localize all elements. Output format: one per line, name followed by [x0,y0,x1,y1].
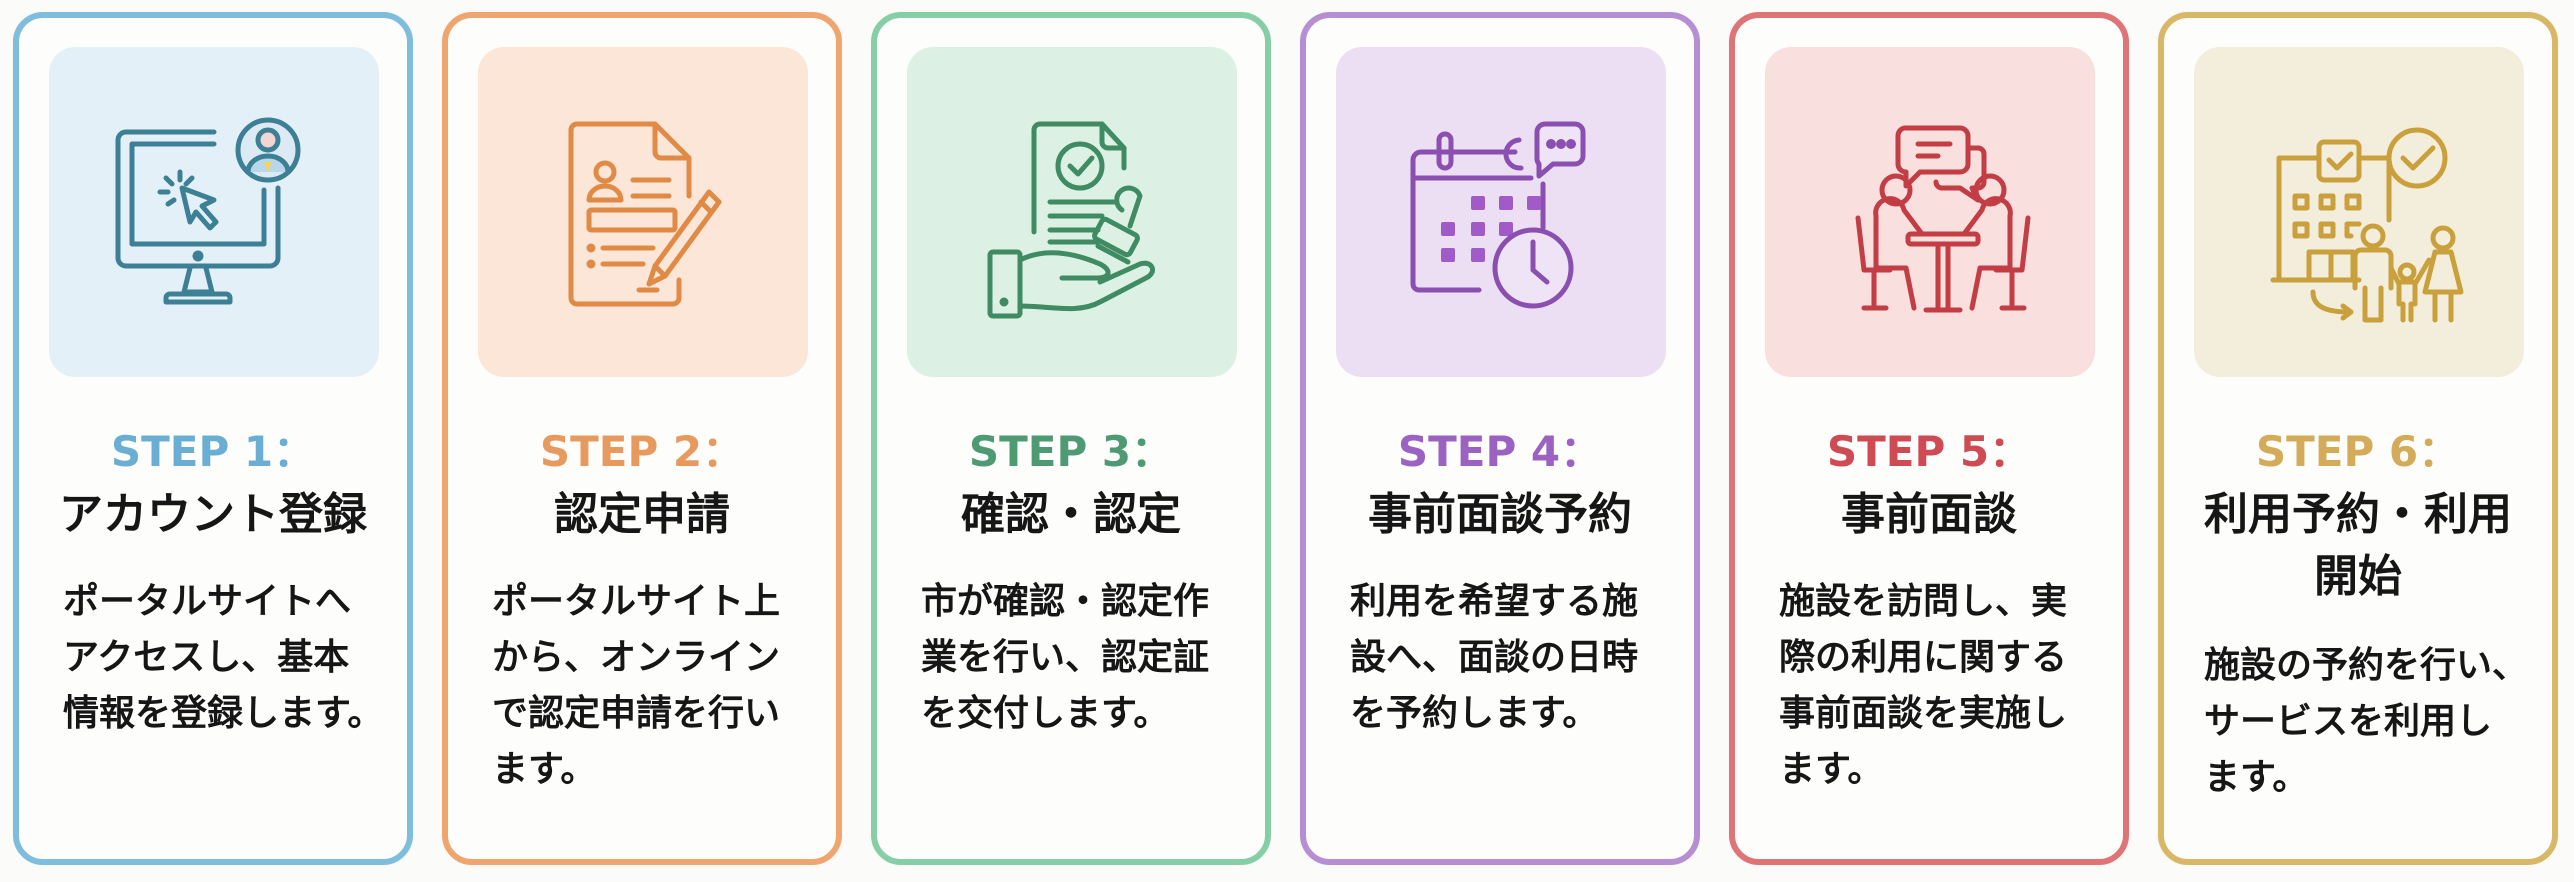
step-title: 事前面談予約 [1368,489,1632,540]
description-line: ます。 [1779,749,1884,790]
step-description: 施設の予約を行い、 サービスを利用し ます。 [2204,638,2532,806]
description-line: 際の利用に関する [1779,637,2068,678]
icon-panel [478,47,808,377]
step-card-4: STEP 4： 事前面談予約 利用を希望する施 設へ、面談の日時 を予約します。 [1300,12,1700,865]
step-number-label: STEP 6： [2255,427,2461,476]
description-line: ポータルサイトへ [63,581,352,622]
description-line: 市が確認・認定作 [921,581,1210,622]
icon-panel [49,47,379,377]
description-line: を予約します。 [1350,693,1599,734]
step-number-label: STEP 3： [968,427,1174,476]
description-line: から、オンライン [492,637,781,678]
computer-account-icon [115,117,301,305]
description-line: ポータルサイト上 [492,581,781,622]
step-title: アカウント登録 [59,489,367,540]
step-title: 事前面談 [1841,489,2017,540]
description-line: 施設の予約を行い、 [2204,645,2529,686]
step-number-label: STEP 2： [539,427,745,476]
step-card-6: STEP 6： 利用予約・利用 開始 施設の予約を行い、 サービスを利用し ます… [2158,12,2558,865]
interview-meeting-icon [1855,125,2031,313]
description-line: 利用を希望する施 [1350,581,1639,622]
description-line: 業を行い、認定証 [921,637,1210,678]
step-flow: STEP 1： アカウント登録 ポータルサイトへ アクセスし、基本 情報を登録し… [13,12,2559,865]
step-number-label: STEP 5： [1826,427,2032,476]
step-description: ポータルサイトへ アクセスし、基本 情報を登録します。 [63,574,387,742]
description-line: 事前面談を実施し [1779,693,2068,734]
title-line: 開始 [2314,551,2402,602]
certificate-stamp-icon [987,121,1155,319]
title-line: 利用予約・利用 [2204,489,2512,540]
calendar-booking-icon [1410,121,1586,309]
step-description: 利用を希望する施 設へ、面談の日時 を予約します。 [1350,574,1674,742]
application-form-icon [568,121,722,307]
step-title: 確認・認定 [961,489,1181,540]
description-line: で認定申請を行い [492,693,781,734]
description-line: ます。 [2204,757,2309,798]
description-line: 情報を登録します。 [63,693,384,734]
facility-family-icon [2270,127,2464,323]
step-description: 市が確認・認定作 業を行い、認定証 を交付します。 [921,574,1245,742]
step-card-2: STEP 2： 認定申請 ポータルサイト上 から、オンライン で認定申請を行い … [442,12,842,865]
step-number-label: STEP 1： [110,427,316,476]
description-line: ます。 [492,749,597,790]
description-line: サービスを利用し [2204,701,2493,742]
step-title: 認定申請 [554,489,730,540]
description-line: アクセスし、基本 [63,637,350,678]
description-line: 施設を訪問し、実 [1779,581,2068,622]
description-line: 設へ、面談の日時 [1350,637,1639,678]
icon-panel [2194,47,2524,377]
icon-panel [1336,47,1666,377]
icon-panel [907,47,1237,377]
icon-panel [1765,47,2095,377]
description-line: を交付します。 [921,693,1170,734]
step-card-1: STEP 1： アカウント登録 ポータルサイトへ アクセスし、基本 情報を登録し… [13,12,413,865]
step-description: 施設を訪問し、実 際の利用に関する 事前面談を実施し ます。 [1779,574,2103,798]
step-number-label: STEP 4： [1397,427,1603,476]
step-title: 利用予約・利用 開始 [2174,484,2542,608]
step-description: ポータルサイト上 から、オンライン で認定申請を行い ます。 [492,574,816,798]
step-card-3: STEP 3： 確認・認定 市が確認・認定作 業を行い、認定証 を交付します。 [871,12,1271,865]
step-card-5: STEP 5： 事前面談 施設を訪問し、実 際の利用に関する 事前面談を実施し … [1729,12,2129,865]
